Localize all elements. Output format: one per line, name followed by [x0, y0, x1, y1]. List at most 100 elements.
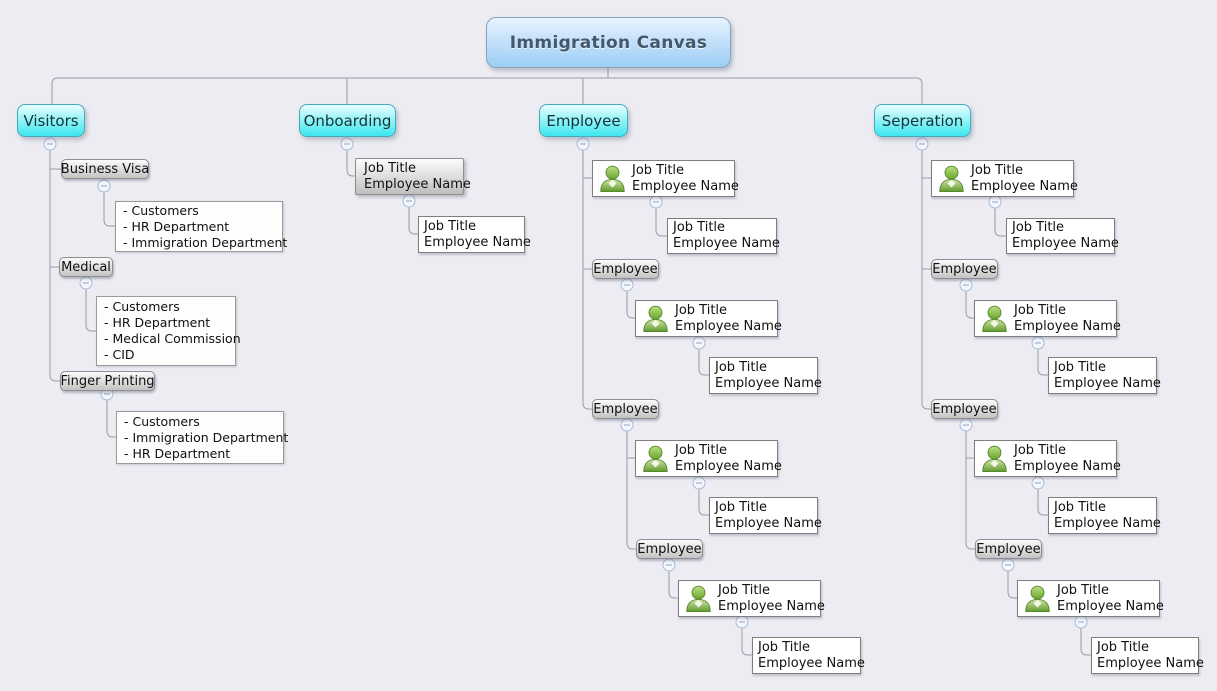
root-topic[interactable]: Immigration Canvas	[486, 17, 731, 68]
topic-business-visa[interactable]: Business Visa	[61, 159, 149, 179]
person-icon	[1023, 585, 1052, 612]
branch-visitors[interactable]: Visitors	[17, 104, 85, 137]
note-finger-printing[interactable]: - Customers - Immigration Department - H…	[116, 411, 289, 464]
job-title-text: Job Title	[1054, 359, 1107, 375]
collapse-toggle-icon[interactable]	[959, 278, 973, 292]
employee-name-text: Employee Name	[715, 515, 822, 531]
collapse-toggle-icon[interactable]	[620, 418, 634, 432]
collapse-toggle-icon[interactable]	[620, 278, 634, 292]
topic-onboarding-job-child[interactable]: Job Title Employee Name	[418, 216, 531, 253]
collapse-toggle-icon[interactable]	[340, 137, 354, 151]
topic-employee-sub-1[interactable]: Employee	[592, 259, 659, 279]
root-topic-label: Immigration Canvas	[509, 32, 708, 53]
note-line: - HR Department	[123, 218, 230, 234]
person-icon	[980, 305, 1009, 332]
topic-finger-printing-label: Finger Printing	[60, 373, 155, 389]
topic-business-visa-label: Business Visa	[60, 161, 150, 177]
employee-name-text: Employee Name	[758, 655, 865, 671]
topic-seperation-sub-label: Employee	[932, 261, 997, 277]
note-line: - Immigration Department	[124, 429, 289, 445]
topic-seperation-job-4[interactable]: Job Title Employee Name	[1017, 580, 1164, 617]
topic-finger-printing[interactable]: Finger Printing	[60, 371, 155, 391]
employee-name-text: Employee Name	[424, 234, 531, 250]
note-medical[interactable]: - Customers - HR Department - Medical Co…	[96, 296, 241, 366]
employee-name-text: Employee Name	[971, 178, 1078, 194]
topic-employee-job-4-child[interactable]: Job Title Employee Name	[752, 637, 865, 674]
collapse-toggle-icon[interactable]	[959, 418, 973, 432]
topic-seperation-job-3-child[interactable]: Job Title Employee Name	[1048, 497, 1161, 534]
collapse-toggle-icon[interactable]	[692, 476, 706, 490]
topic-employee-job-2-child[interactable]: Job Title Employee Name	[709, 357, 822, 394]
collapse-toggle-icon[interactable]	[100, 387, 114, 401]
collapse-toggle-icon[interactable]	[988, 195, 1002, 209]
employee-name-text: Employee Name	[364, 176, 471, 192]
topic-seperation-job-3[interactable]: Job Title Employee Name	[974, 440, 1121, 477]
collapse-toggle-icon[interactable]	[79, 276, 93, 290]
connector-lines	[49, 68, 1091, 656]
job-title-text: Job Title	[673, 220, 726, 235]
branch-onboarding[interactable]: Onboarding	[299, 104, 396, 137]
collapse-toggle-icon[interactable]	[735, 615, 749, 629]
collapse-toggle-icon[interactable]	[402, 194, 416, 208]
employee-name-text: Employee Name	[1097, 655, 1204, 671]
collapse-toggle-icon[interactable]	[97, 179, 111, 193]
topic-employee-job-2[interactable]: Job Title Employee Name	[635, 300, 782, 337]
person-icon	[684, 585, 713, 612]
topic-employee-job-4[interactable]: Job Title Employee Name	[678, 580, 825, 617]
branch-employee[interactable]: Employee	[539, 104, 628, 137]
note-line: - CID	[104, 347, 135, 362]
topic-seperation-job-1[interactable]: Job Title Employee Name	[931, 160, 1078, 197]
employee-name-text: Employee Name	[1012, 236, 1119, 251]
job-title-text: Job Title	[675, 442, 728, 458]
topic-employee-job-1[interactable]: Job Title Employee Name	[592, 160, 739, 197]
note-line: - HR Department	[104, 315, 211, 330]
collapse-toggle-icon[interactable]	[576, 137, 590, 151]
collapse-toggle-icon[interactable]	[662, 558, 676, 572]
topic-seperation-sub-label: Employee	[932, 401, 997, 417]
employee-name-text: Employee Name	[1054, 515, 1161, 531]
topic-seperation-sub-3[interactable]: Employee	[975, 539, 1042, 559]
topic-medical[interactable]: Medical	[59, 257, 113, 277]
topic-seperation-job-4-child[interactable]: Job Title Employee Name	[1091, 637, 1204, 674]
topic-onboarding-job[interactable]: Job Title Employee Name	[355, 158, 471, 195]
branch-seperation[interactable]: Seperation	[874, 104, 971, 137]
collapse-toggle-icon[interactable]	[1031, 336, 1045, 350]
collapse-toggle-icon[interactable]	[1001, 558, 1015, 572]
person-icon	[937, 165, 966, 192]
note-line: - Immigration Department	[123, 234, 288, 250]
collapse-toggle-icon[interactable]	[649, 195, 663, 209]
job-title-text: Job Title	[364, 160, 417, 176]
job-title-text: Job Title	[632, 162, 685, 178]
note-line: - Customers	[124, 413, 200, 429]
topic-seperation-sub-2[interactable]: Employee	[931, 399, 998, 419]
topic-seperation-job-2[interactable]: Job Title Employee Name	[974, 300, 1121, 337]
employee-name-text: Employee Name	[673, 236, 780, 251]
note-business-visa[interactable]: - Customers - HR Department - Immigratio…	[115, 201, 288, 252]
topic-employee-sub-3[interactable]: Employee	[636, 539, 703, 559]
topic-seperation-job-2-child[interactable]: Job Title Employee Name	[1048, 357, 1161, 394]
collapse-toggle-icon[interactable]	[1031, 476, 1045, 490]
employee-name-text: Employee Name	[632, 178, 739, 194]
topic-employee-job-1-child[interactable]: Job Title Employee Name	[667, 218, 780, 254]
person-icon	[980, 445, 1009, 472]
employee-name-text: Employee Name	[1057, 598, 1164, 614]
topic-employee-job-3[interactable]: Job Title Employee Name	[635, 440, 782, 477]
person-icon	[641, 445, 670, 472]
topic-employee-sub-2[interactable]: Employee	[592, 399, 659, 419]
topic-employee-job-3-child[interactable]: Job Title Employee Name	[709, 497, 822, 534]
topic-employee-sub-label: Employee	[593, 401, 658, 417]
topic-seperation-sub-1[interactable]: Employee	[931, 259, 998, 279]
employee-name-text: Employee Name	[1054, 375, 1161, 391]
branch-onboarding-label: Onboarding	[303, 111, 392, 130]
note-line: - Customers	[104, 299, 180, 314]
topic-seperation-job-1-child[interactable]: Job Title Employee Name	[1006, 218, 1119, 254]
collapse-toggle-icon[interactable]	[692, 336, 706, 350]
job-title-text: Job Title	[971, 162, 1024, 178]
job-title-text: Job Title	[1014, 302, 1067, 318]
note-line: - Medical Commission	[104, 331, 241, 346]
branch-employee-label: Employee	[546, 111, 621, 130]
collapse-toggle-icon[interactable]	[915, 137, 929, 151]
collapse-toggle-icon[interactable]	[1074, 615, 1088, 629]
collapse-toggle-icon[interactable]	[43, 137, 57, 151]
